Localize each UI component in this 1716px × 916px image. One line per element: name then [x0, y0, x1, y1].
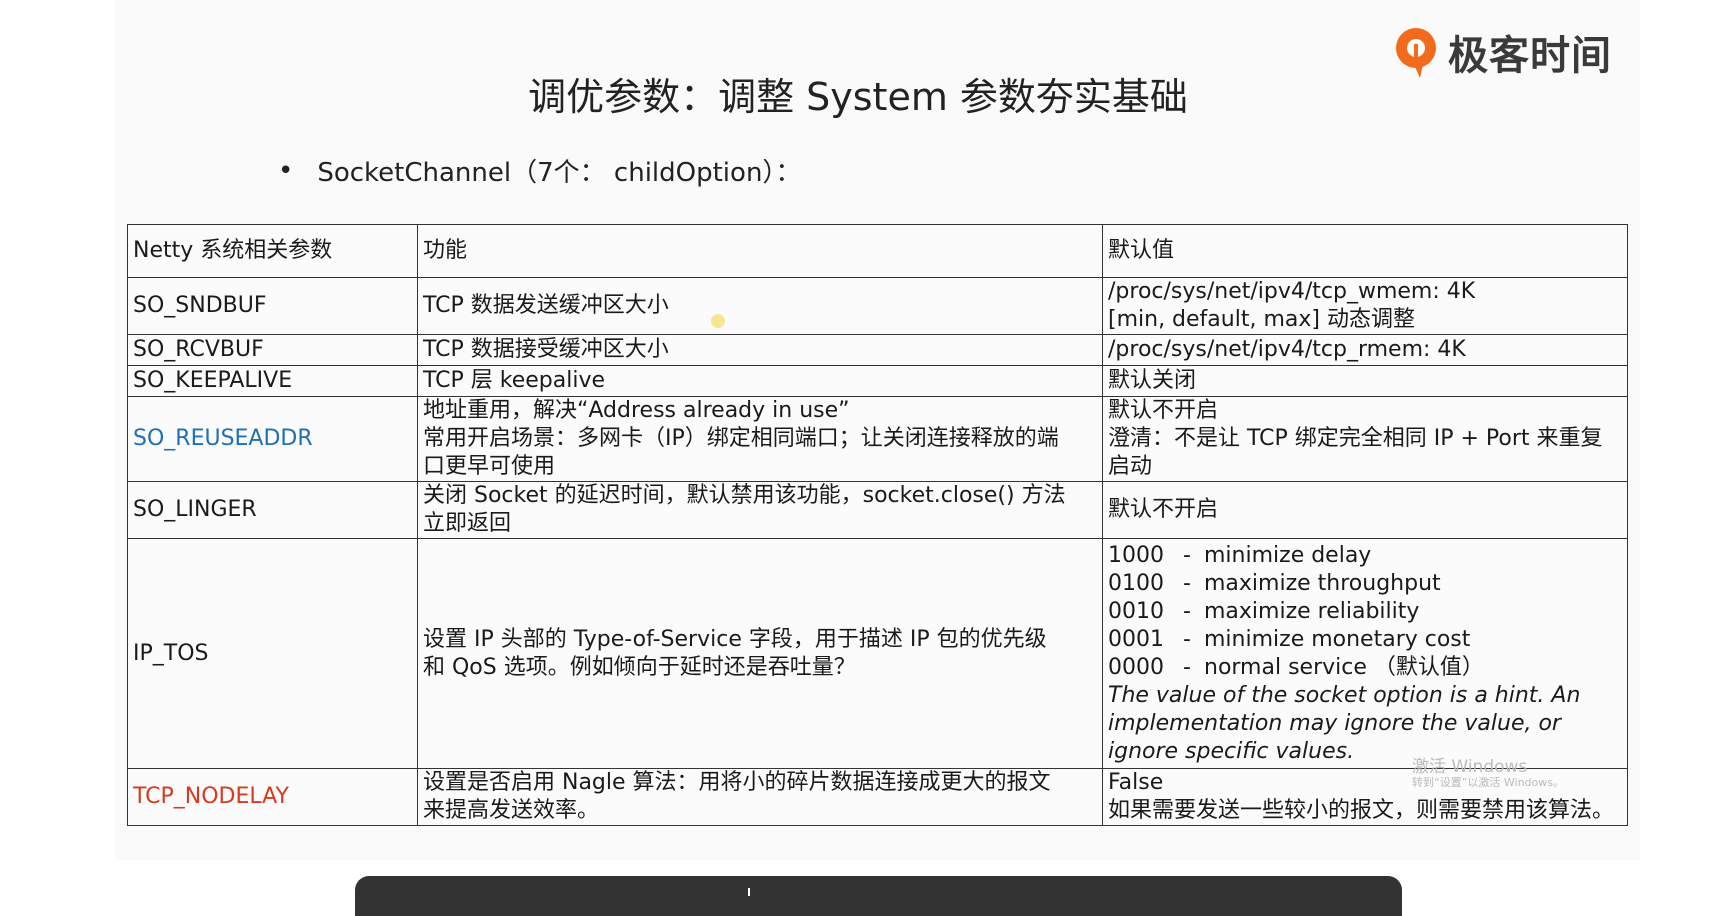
tos-code: 0000 [1108, 654, 1164, 680]
tos-desc: minimize delay [1204, 542, 1372, 568]
progress-marker-icon[interactable] [748, 888, 750, 896]
tos-desc: maximize reliability [1204, 598, 1420, 624]
tos-dash: - [1183, 654, 1191, 680]
windows-activation-watermark: 激活 Windows 转到“设置”以激活 Windows。 [1412, 758, 1564, 789]
param-function: 地址重用，解决“Address already in use” 常用开启场景：多… [417, 396, 1103, 482]
video-control-bar[interactable] [355, 876, 1402, 916]
brand-logo: 极客时间 [1390, 22, 1612, 82]
watermark-line: 激活 Windows [1412, 757, 1528, 777]
default-line: [min, default, max] 动态调整 [1108, 307, 1415, 332]
tos-value-line: 0000-normal service （默认值） [1108, 654, 1622, 682]
param-default: False 如果需要发送一些较小的报文，则需要禁用该算法。 [1102, 768, 1628, 826]
param-name: SO_LINGER [127, 481, 418, 539]
default-line: 默认不开启 [1108, 497, 1219, 522]
tos-note-line: ignore specific values. [1108, 738, 1355, 764]
tos-code: 1000 [1108, 542, 1164, 568]
geektime-logo-icon [1396, 28, 1436, 78]
function-line: 设置是否启用 Nagle 算法：用将小的碎片数据连接成更大的报文 [423, 770, 1051, 795]
table-row: SO_RCVBUF TCP 数据接受缓冲区大小 /proc/sys/net/ip… [127, 334, 1628, 366]
cursor-highlight-icon [711, 314, 725, 328]
default-line: /proc/sys/net/ipv4/tcp_wmem: 4K [1108, 279, 1476, 304]
table-row: SO_LINGER 关闭 Socket 的延迟时间，默认禁用该功能，socket… [127, 481, 1628, 539]
header-function: 功能 [417, 224, 1103, 278]
tos-dash: - [1183, 570, 1191, 596]
table-row: SO_REUSEADDR 地址重用，解决“Address already in … [127, 396, 1628, 482]
tos-dash: - [1183, 598, 1191, 624]
table-header-row: Netty 系统相关参数 功能 默认值 [127, 224, 1628, 278]
param-name: SO_RCVBUF [127, 334, 418, 366]
param-default: 默认不开启 澄清：不是让 TCP 绑定完全相同 IP + Port 来重复 启动 [1102, 396, 1628, 482]
tos-value-line: 0001-minimize monetary cost [1108, 626, 1622, 654]
function-line: 口更早可使用 [423, 454, 556, 479]
tos-value-line: 0100-maximize throughput [1108, 570, 1622, 598]
param-function: 关闭 Socket 的延迟时间，默认禁用该功能，socket.close() 方… [417, 481, 1103, 539]
table-row: SO_KEEPALIVE TCP 层 keepalive 默认关闭 [127, 365, 1628, 397]
function-line: 关闭 Socket 的延迟时间，默认禁用该功能，socket.close() 方… [423, 483, 1066, 508]
tos-code: 0100 [1108, 570, 1164, 596]
default-line: 启动 [1108, 454, 1153, 479]
param-function: TCP 数据接受缓冲区大小 [417, 334, 1103, 366]
param-function: TCP 数据发送缓冲区大小 [417, 277, 1103, 335]
tos-desc: maximize throughput [1204, 570, 1441, 596]
tos-value-line: 0010-maximize reliability [1108, 598, 1622, 626]
function-line: 设置 IP 头部的 Type-of-Service 字段，用于描述 IP 包的优… [423, 626, 1047, 652]
param-function: 设置是否启用 Nagle 算法：用将小的碎片数据连接成更大的报文 来提高发送效率… [417, 768, 1103, 826]
param-default: /proc/sys/net/ipv4/tcp_rmem: 4K [1102, 334, 1628, 366]
page-title: 调优参数：调整 System 参数夯实基础 [528, 75, 1188, 119]
bullet-text: SocketChannel（7个： childOption）： [317, 158, 802, 188]
param-name: SO_SNDBUF [127, 277, 418, 335]
param-default: 默认不开启 [1102, 481, 1628, 539]
function-line: TCP 数据接受缓冲区大小 [423, 337, 669, 362]
function-line: 来提高发送效率。 [423, 798, 600, 823]
param-name: TCP_NODELAY [127, 768, 418, 826]
header-param: Netty 系统相关参数 [127, 224, 418, 278]
logo-text: 极客时间 [1448, 33, 1612, 79]
bullet-dot-icon: • [278, 155, 294, 186]
param-function: TCP 层 keepalive [417, 365, 1103, 397]
function-line: TCP 层 keepalive [423, 368, 606, 393]
table-row: SO_SNDBUF TCP 数据发送缓冲区大小 /proc/sys/net/ip… [127, 277, 1628, 335]
tos-desc: minimize monetary cost [1204, 626, 1471, 652]
tos-note-line: The value of the socket option is a hint… [1108, 682, 1581, 708]
table-row: IP_TOS 设置 IP 头部的 Type-of-Service 字段，用于描述… [127, 538, 1628, 769]
param-default: 默认关闭 [1102, 365, 1628, 397]
tos-code: 0001 [1108, 626, 1164, 652]
default-line: 默认关闭 [1108, 368, 1197, 393]
tos-code: 0010 [1108, 598, 1164, 624]
param-name: IP_TOS [127, 538, 418, 769]
param-default: /proc/sys/net/ipv4/tcp_wmem: 4K [min, de… [1102, 277, 1628, 335]
tos-value-line: 1000-minimize delay [1108, 542, 1622, 570]
default-line: /proc/sys/net/ipv4/tcp_rmem: 4K [1108, 337, 1466, 362]
param-function: 设置 IP 头部的 Type-of-Service 字段，用于描述 IP 包的优… [417, 538, 1103, 769]
param-name: SO_KEEPALIVE [127, 365, 418, 397]
function-line: 立即返回 [423, 511, 512, 536]
tos-dash: - [1183, 542, 1191, 568]
default-line: 如果需要发送一些较小的报文，则需要禁用该算法。 [1108, 798, 1615, 823]
section-bullet: • SocketChannel（7个： childOption）： [278, 152, 801, 189]
function-line: 和 QoS 选项。例如倾向于延时还是吞吐量？ [423, 654, 856, 680]
tos-dash: - [1183, 626, 1191, 652]
default-line: 澄清：不是让 TCP 绑定完全相同 IP + Port 来重复 [1108, 426, 1603, 451]
param-name: SO_REUSEADDR [127, 396, 418, 482]
default-line: 默认不开启 [1108, 398, 1219, 423]
function-line: TCP 数据发送缓冲区大小 [423, 293, 669, 318]
function-line: 地址重用，解决“Address already in use” [423, 398, 850, 423]
params-table: Netty 系统相关参数 功能 默认值 SO_SNDBUF TCP 数据发送缓冲… [127, 224, 1628, 826]
tos-note-line: implementation may ignore the value, or [1108, 710, 1561, 736]
header-default: 默认值 [1102, 224, 1628, 278]
watermark-line: 转到“设置”以激活 Windows。 [1412, 775, 1564, 789]
tos-desc: normal service （默认值） [1204, 654, 1484, 680]
table-row: TCP_NODELAY 设置是否启用 Nagle 算法：用将小的碎片数据连接成更… [127, 768, 1628, 826]
function-line: 常用开启场景：多网卡（IP）绑定相同端口；让关闭连接释放的端 [423, 426, 1059, 451]
param-default: 1000-minimize delay 0100-maximize throug… [1102, 538, 1628, 769]
default-line: False [1108, 770, 1164, 795]
